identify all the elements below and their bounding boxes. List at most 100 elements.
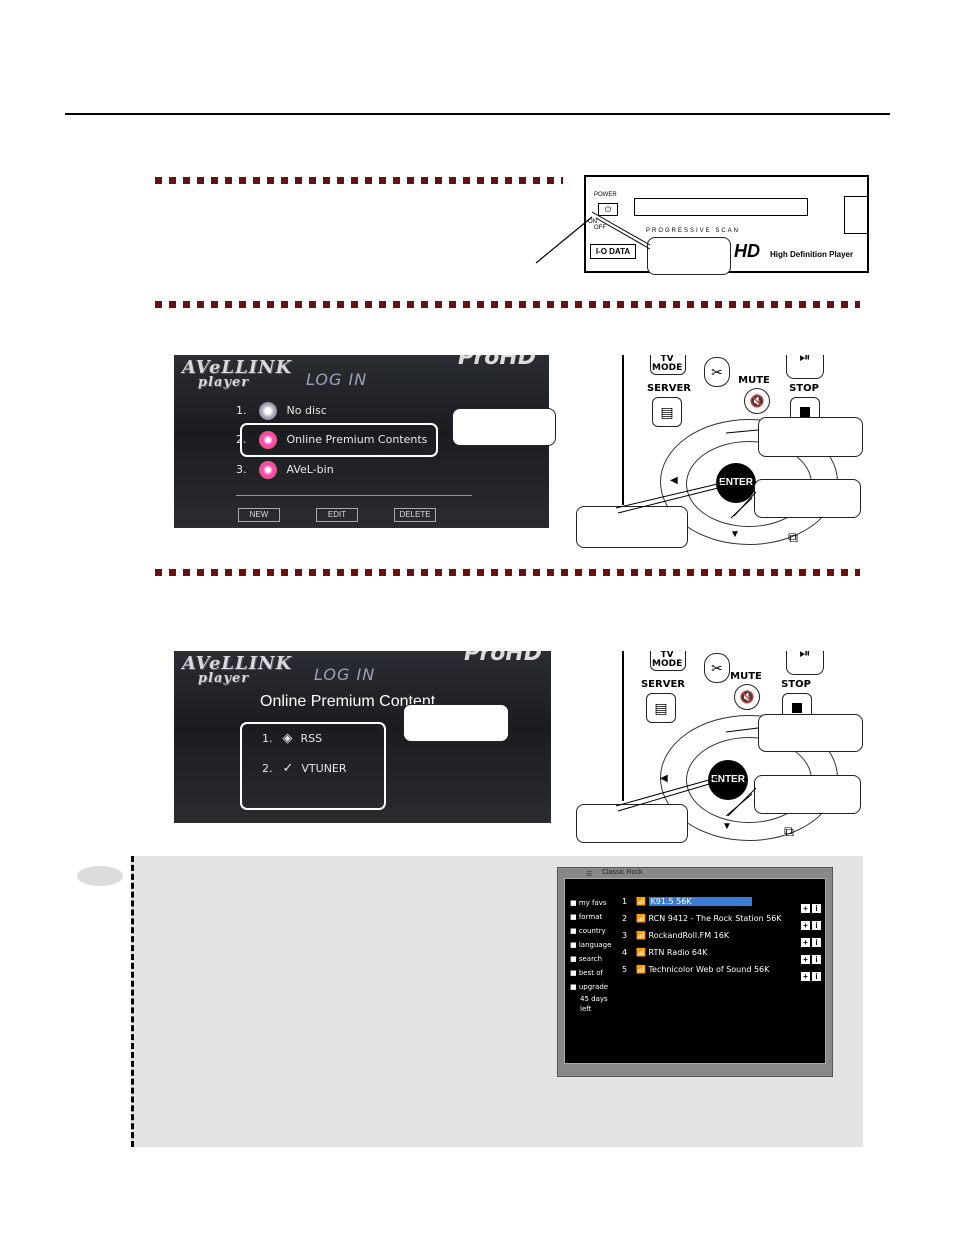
- player-logo: player: [198, 671, 250, 686]
- station-row[interactable]: 2📶 RCN 9412 - The Rock Station 56K: [622, 914, 782, 923]
- station-actions: +i: [801, 915, 823, 933]
- disc-tray: [634, 198, 808, 216]
- signal-icon: 📶: [636, 914, 646, 923]
- upgrade-left: left: [580, 1005, 592, 1013]
- rss-icon: ◈: [282, 731, 293, 746]
- setup-icon[interactable]: ✂: [704, 653, 730, 683]
- remote-edge: [622, 355, 624, 505]
- add-icon[interactable]: +: [801, 972, 810, 981]
- remote-pointer-lines-2: [615, 727, 759, 816]
- menu-icon[interactable]: ⧉: [784, 823, 794, 839]
- power-label: POWER: [594, 192, 617, 198]
- hd-text: High Definition Player: [770, 250, 854, 259]
- signal-icon: 📶: [636, 897, 646, 906]
- menu-item-no-disc[interactable]: 1.No disc: [236, 402, 327, 420]
- station-name: Technicolor Web of Sound 56K: [648, 965, 770, 974]
- menu-divider: [236, 495, 472, 496]
- mute-icon[interactable]: 🔇: [744, 388, 770, 414]
- avellink-logo: AVeLLINK: [182, 357, 293, 378]
- station-name: RockandRoll.FM 16K: [648, 931, 730, 940]
- side-item-upgrade[interactable]: ■ upgrade: [570, 983, 609, 991]
- play-pause-icon[interactable]: ⏯: [786, 355, 824, 379]
- item-label: VTUNER: [301, 762, 347, 775]
- item-number: 1.: [262, 732, 273, 745]
- tv-mode-key[interactable]: [650, 651, 686, 671]
- side-item-language[interactable]: ■ language: [570, 941, 612, 949]
- down-arrow-icon[interactable]: ▼: [730, 529, 740, 540]
- stop-label: STOP: [781, 679, 811, 690]
- station-actions: +i: [801, 966, 823, 984]
- delete-button[interactable]: DELETE: [394, 508, 436, 522]
- hd-logo: HD: [734, 241, 760, 261]
- tuner-title: Classic Rock: [602, 869, 643, 876]
- side-item-country[interactable]: ■ country: [570, 927, 606, 935]
- station-row[interactable]: 5📶 Technicolor Web of Sound 56K: [622, 965, 770, 974]
- menu-item-rss[interactable]: 1. ◈ RSS: [262, 731, 322, 746]
- enter-button[interactable]: ENTER: [708, 760, 748, 800]
- login-title: LOG IN: [306, 370, 368, 389]
- upgrade-days: 45 days: [580, 995, 608, 1003]
- signal-icon: 📶: [636, 948, 646, 957]
- display-window: [844, 196, 867, 234]
- stop-label: STOP: [789, 383, 819, 394]
- header-rule: [65, 113, 890, 115]
- player-logo: player: [198, 375, 250, 390]
- info-icon[interactable]: i: [812, 972, 821, 981]
- tv-mode-key[interactable]: [650, 355, 686, 375]
- signal-icon: 📶: [636, 965, 646, 974]
- add-icon[interactable]: +: [801, 921, 810, 930]
- station-row[interactable]: 1📶 K91.5 56K: [622, 897, 752, 906]
- vtuner-screen: Classic Rock ☰ ■ my favs ■ format ■ coun…: [557, 867, 833, 1077]
- scan-label: PROGRESSIVE SCAN: [646, 228, 741, 234]
- down-arrow-icon[interactable]: ▼: [722, 821, 732, 832]
- server-key[interactable]: ▤: [646, 693, 676, 723]
- brand-badge: I-O DATA: [590, 244, 636, 259]
- mute-icon[interactable]: 🔇: [734, 684, 760, 710]
- section-divider-3: [155, 569, 860, 576]
- info-icon[interactable]: i: [812, 921, 821, 930]
- station-row[interactable]: 3📶 RockandRoll.FM 16K: [622, 931, 730, 940]
- info-icon[interactable]: i: [812, 955, 821, 964]
- mute-label: MUTE: [738, 375, 770, 386]
- side-item-search[interactable]: ■ search: [570, 955, 603, 963]
- item-number: 2.: [262, 762, 273, 775]
- content-subtitle: Online Premium Content: [260, 693, 436, 710]
- globe-icon: [258, 431, 277, 449]
- side-item-best-of[interactable]: ■ best of: [570, 969, 603, 977]
- menu-item-vtuner[interactable]: 2.✓VTUNER: [262, 761, 347, 776]
- info-icon[interactable]: i: [812, 904, 821, 913]
- server-label: SERVER: [646, 383, 691, 394]
- setup-icon[interactable]: ✂: [704, 357, 730, 387]
- selection-highlight: [240, 722, 386, 810]
- station-name: RCN 9412 - The Rock Station 56K: [648, 914, 782, 923]
- add-icon[interactable]: +: [801, 904, 810, 913]
- menu-icon[interactable]: ⧉: [788, 529, 798, 545]
- note-badge: [77, 866, 123, 886]
- add-icon[interactable]: +: [801, 938, 810, 947]
- menu-item-avel-bin[interactable]: 3.AVeL-bin: [236, 461, 334, 479]
- power-button[interactable]: ⏻: [598, 203, 618, 216]
- item-label: Online Premium Contents: [286, 433, 428, 446]
- left-arrow-icon[interactable]: ◀: [670, 475, 678, 486]
- item-label: RSS: [300, 732, 323, 745]
- side-item-format[interactable]: ■ format: [570, 913, 603, 921]
- station-row[interactable]: 4📶 RTN Radio 64K: [622, 948, 708, 957]
- left-arrow-icon[interactable]: ◀: [660, 773, 668, 784]
- prohd-logo: ProHD: [458, 355, 537, 370]
- station-actions: +i: [801, 932, 823, 950]
- item-number: 3.: [236, 463, 247, 476]
- side-item-my-favs[interactable]: ■ my favs: [570, 899, 607, 907]
- mute-label: MUTE: [730, 671, 762, 682]
- info-icon[interactable]: i: [812, 938, 821, 947]
- disc-icon: [258, 402, 277, 420]
- edit-button[interactable]: EDIT: [316, 508, 358, 522]
- server-label: SERVER: [640, 679, 685, 690]
- server-key[interactable]: ▤: [652, 397, 682, 427]
- section-divider-2: [155, 301, 860, 308]
- up-callout-2: [758, 714, 863, 752]
- prohd-logo: ProHD: [464, 651, 543, 666]
- add-icon[interactable]: +: [801, 955, 810, 964]
- play-pause-icon[interactable]: ⏯: [786, 651, 824, 675]
- new-button[interactable]: NEW: [238, 508, 280, 522]
- tv-mode-label: TV MODE: [652, 651, 683, 669]
